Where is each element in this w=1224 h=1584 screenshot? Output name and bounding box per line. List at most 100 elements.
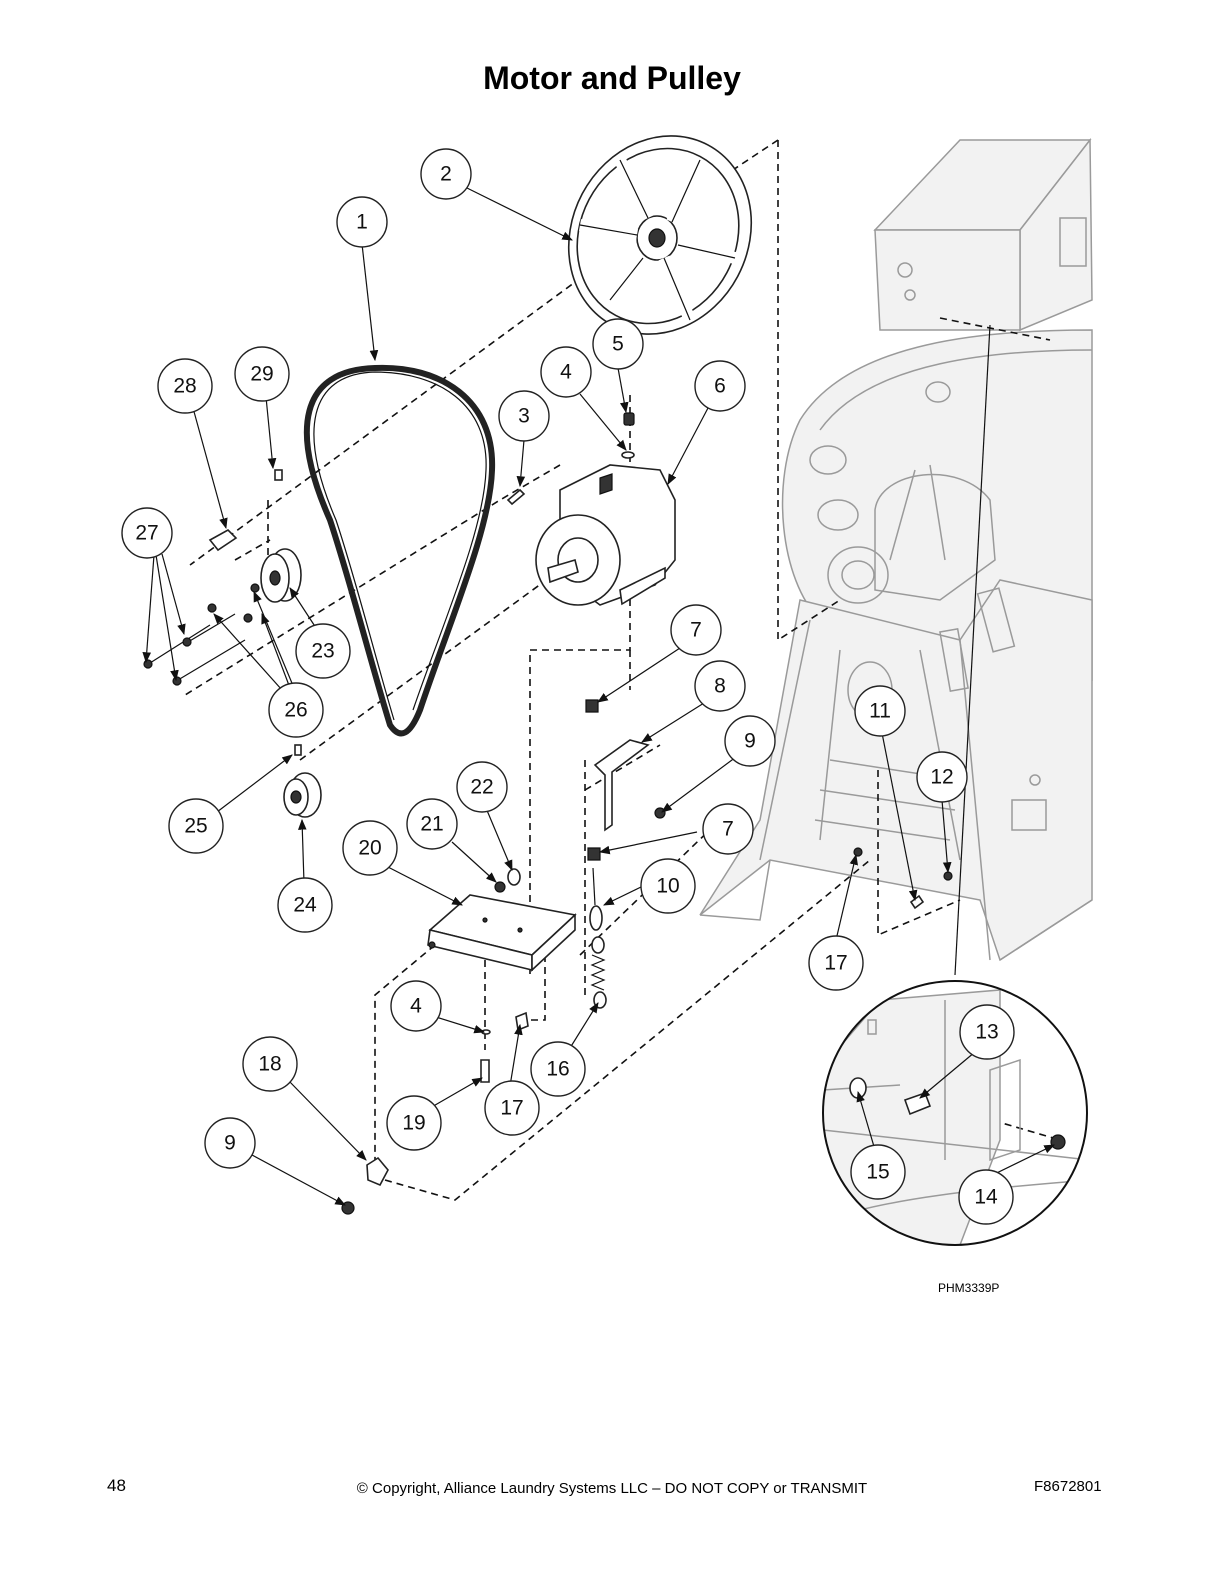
svg-text:9: 9 <box>744 730 756 753</box>
callout-8: 8 <box>694 660 746 712</box>
taper-bushing-icon <box>260 548 302 603</box>
svg-text:29: 29 <box>250 363 273 386</box>
svg-text:5: 5 <box>612 333 624 356</box>
page-title: Motor and Pulley <box>483 60 741 96</box>
svg-text:2: 2 <box>440 163 452 186</box>
svg-text:10: 10 <box>656 875 679 898</box>
svg-text:26: 26 <box>284 699 307 722</box>
svg-text:15: 15 <box>866 1161 889 1184</box>
key-icon <box>506 488 526 506</box>
nut-icon <box>587 847 601 861</box>
callout-2: 2 <box>420 148 472 200</box>
svg-text:4: 4 <box>560 361 572 384</box>
set-screw-icon <box>294 744 302 756</box>
callout-25: 25 <box>168 798 224 854</box>
callout-27: 27 <box>121 507 173 559</box>
bracket-icon <box>593 739 650 832</box>
document-id: F8672801 <box>1034 1478 1102 1495</box>
callout-19: 19 <box>386 1095 442 1151</box>
nut-icon <box>623 412 635 426</box>
spring-icon <box>590 936 607 1009</box>
nut-icon <box>585 699 599 713</box>
detail-inset <box>822 980 1088 1246</box>
svg-text:6: 6 <box>714 375 726 398</box>
callout-18: 18 <box>242 1036 298 1092</box>
page-number: 48 <box>107 1476 126 1495</box>
pin-icon <box>480 1059 490 1083</box>
callout-15: 15 <box>850 1144 906 1200</box>
set-screw-icon <box>274 469 283 481</box>
svg-text:17: 17 <box>824 952 847 975</box>
svg-text:25: 25 <box>184 815 207 838</box>
callout-4-lower: 4 <box>390 980 442 1032</box>
callout-22: 22 <box>456 761 508 813</box>
callout-23: 23 <box>295 623 351 679</box>
callout-10: 10 <box>640 858 696 914</box>
drive-belt-icon <box>303 364 496 737</box>
svg-text:1: 1 <box>356 211 368 234</box>
svg-text:19: 19 <box>402 1112 425 1135</box>
callout-16: 16 <box>530 1041 586 1097</box>
callout-9-lower: 9 <box>204 1117 256 1169</box>
svg-text:12: 12 <box>930 766 953 789</box>
callout-3: 3 <box>498 390 550 442</box>
svg-text:22: 22 <box>470 776 493 799</box>
callout-28: 28 <box>157 358 213 414</box>
callout-9: 9 <box>724 715 776 767</box>
callout-12: 12 <box>916 751 968 803</box>
callout-7: 7 <box>670 604 722 656</box>
bolt-icon <box>853 847 863 857</box>
svg-text:24: 24 <box>293 894 317 917</box>
stud-icon <box>909 894 925 910</box>
svg-text:16: 16 <box>546 1058 569 1081</box>
svg-text:28: 28 <box>173 375 196 398</box>
callout-26: 26 <box>268 682 324 738</box>
callout-11: 11 <box>854 685 906 737</box>
callout-4: 4 <box>540 346 592 398</box>
callout-1: 1 <box>336 196 388 248</box>
callout-7-lower: 7 <box>702 803 754 855</box>
callout-17-right: 17 <box>808 935 864 991</box>
nut-icon <box>494 881 506 893</box>
bolts-icon <box>143 583 260 686</box>
copyright-notice: © Copyright, Alliance Laundry Systems LL… <box>356 1480 868 1497</box>
svg-text:4: 4 <box>410 995 422 1018</box>
motor-icon <box>535 464 676 606</box>
inset-pointer-line <box>954 324 991 976</box>
callout-20: 20 <box>342 820 398 876</box>
motor-mount-plate-icon <box>427 894 577 972</box>
svg-text:7: 7 <box>722 818 734 841</box>
svg-text:18: 18 <box>258 1053 281 1076</box>
svg-text:3: 3 <box>518 405 530 428</box>
drive-pulley-icon <box>567 135 753 335</box>
nut-icon <box>943 871 953 881</box>
callout-13: 13 <box>959 1004 1015 1060</box>
svg-text:8: 8 <box>714 675 726 698</box>
svg-text:13: 13 <box>975 1021 998 1044</box>
nut-icon <box>654 807 666 819</box>
svg-text:17: 17 <box>500 1097 523 1120</box>
callout-14: 14 <box>958 1169 1014 1225</box>
svg-text:23: 23 <box>311 640 334 663</box>
callout-29: 29 <box>234 346 290 402</box>
figure-id: PHM3339P <box>938 1281 1000 1295</box>
callout-leaders <box>142 187 1055 1206</box>
callout-5: 5 <box>592 318 644 370</box>
washer-icon <box>507 868 521 886</box>
svg-text:9: 9 <box>224 1132 236 1155</box>
washer-icon <box>621 451 635 459</box>
svg-text:21: 21 <box>420 813 443 836</box>
machine-frame <box>699 137 1093 962</box>
svg-text:7: 7 <box>690 619 702 642</box>
callout-21: 21 <box>406 798 458 850</box>
callout-24: 24 <box>277 877 333 933</box>
bolt-icon <box>515 1011 529 1032</box>
eye-bolt-icon <box>589 867 603 931</box>
mounting-plate-icon <box>366 1156 389 1187</box>
svg-text:14: 14 <box>974 1186 998 1209</box>
callout-6: 6 <box>694 360 746 412</box>
svg-text:11: 11 <box>869 700 891 723</box>
callout-17: 17 <box>484 1080 540 1136</box>
key-icon <box>208 529 238 552</box>
